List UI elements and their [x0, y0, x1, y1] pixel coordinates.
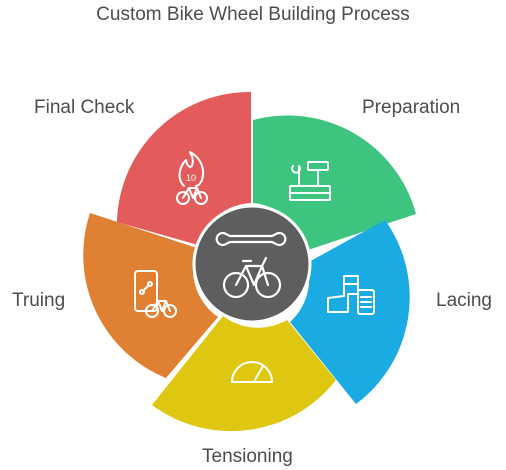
- segment-preparation: [253, 115, 416, 251]
- phone-bike-icon: [134, 270, 177, 318]
- segment-truing-shape: [83, 213, 218, 378]
- boot-and-spool-icon: [327, 275, 375, 315]
- step-label-lacing: Lacing: [436, 290, 492, 311]
- center-hub: [192, 204, 312, 324]
- segment-lacing-shape: [290, 220, 410, 404]
- center-circle: [192, 204, 312, 324]
- segment-lacing: [290, 220, 410, 404]
- segment-truing: [83, 213, 218, 378]
- segment-preparation-shape: [253, 115, 416, 251]
- step-label-truing: Truing: [12, 290, 66, 311]
- diagram-title: Custom Bike Wheel Building Process: [96, 4, 410, 25]
- step-label-preparation: Preparation: [362, 97, 461, 118]
- step-label-final-check: Final Check: [34, 97, 135, 118]
- flame-bike-icon: 10: [176, 151, 208, 205]
- toolbox-hammer-icon: [289, 161, 331, 201]
- svg-text:10: 10: [186, 173, 196, 183]
- wrench-and-bicycle-icon: [215, 231, 287, 299]
- segment-final-check-shape: [117, 91, 251, 245]
- step-label-tensioning: Tensioning: [202, 446, 293, 467]
- gauge-icon: [231, 361, 273, 383]
- segment-tensioning: [152, 316, 336, 432]
- segment-tensioning-shape: [152, 316, 336, 432]
- segment-final-check: 10: [117, 91, 251, 245]
